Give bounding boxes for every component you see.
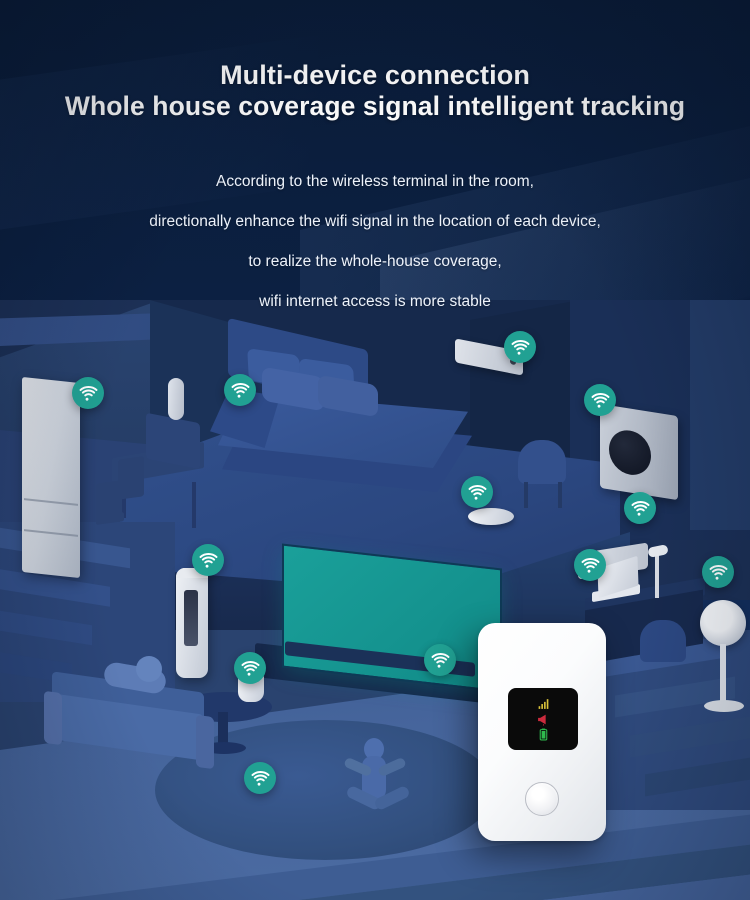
page-headline: Multi-device connection Whole house cove…: [0, 60, 750, 122]
wifi-badge-wall-ac: [504, 331, 536, 363]
dining-table-leg: [192, 482, 196, 528]
router-display: [508, 688, 578, 750]
refrigerator: [22, 376, 80, 579]
subcopy-line-3: to realize the whole-house coverage,: [248, 253, 502, 270]
battery-icon: [538, 728, 549, 741]
broadcast-icon: [537, 713, 550, 726]
desk-lamp-pole: [655, 552, 659, 598]
tower-air-conditioner: [176, 568, 208, 678]
nightstand-lamp: [168, 378, 184, 420]
pedestal-fan-head: [700, 600, 746, 646]
armchair-leg: [524, 482, 528, 508]
coffee-table-leg: [218, 712, 228, 746]
portable-wifi-router[interactable]: [478, 623, 606, 841]
wifi-badge-washer: [584, 384, 616, 416]
armchair-leg: [558, 482, 562, 508]
page-subcopy: According to the wireless terminal in th…: [0, 162, 750, 322]
subcopy-line-4: wifi internet access is more stable: [259, 293, 491, 310]
pedestal-fan-base: [704, 700, 744, 712]
wifi-badge-desk-ac: [574, 549, 606, 581]
washing-machine: [600, 403, 678, 501]
sofa-armrest: [196, 714, 214, 770]
signal-strength-icon: [537, 697, 550, 710]
wifi-badge-nightstand: [224, 374, 256, 406]
headline-line-2: Whole house coverage signal intelligent …: [64, 91, 686, 121]
wifi-badge-refrigerator: [72, 377, 104, 409]
sofa-armrest: [44, 690, 62, 746]
pedestal-fan-pole: [720, 644, 726, 704]
wifi-badge-smart-speaker: [234, 652, 266, 684]
wifi-badge-tv-speaker: [424, 644, 456, 676]
wifi-badge-tower-ac: [192, 544, 224, 576]
person-lying-head: [136, 656, 162, 682]
subcopy-line-2: directionally enhance the wifi signal in…: [149, 213, 601, 230]
desk-chair: [640, 620, 686, 662]
armchair: [518, 440, 566, 484]
wifi-badge-fan: [702, 556, 734, 588]
wall-far-right: [690, 300, 750, 530]
robot-vacuum: [468, 508, 514, 525]
wifi-badge-robot-vacuum: [461, 476, 493, 508]
power-button[interactable]: [525, 782, 559, 816]
house-illustration: [0, 300, 750, 900]
person-figure-head: [364, 738, 384, 760]
wifi-badge-wall-ac-2: [624, 492, 656, 524]
wifi-badge-floor-device: [244, 762, 276, 794]
subcopy-line-1: According to the wireless terminal in th…: [216, 173, 534, 190]
headline-line-1: Multi-device connection: [220, 60, 530, 90]
